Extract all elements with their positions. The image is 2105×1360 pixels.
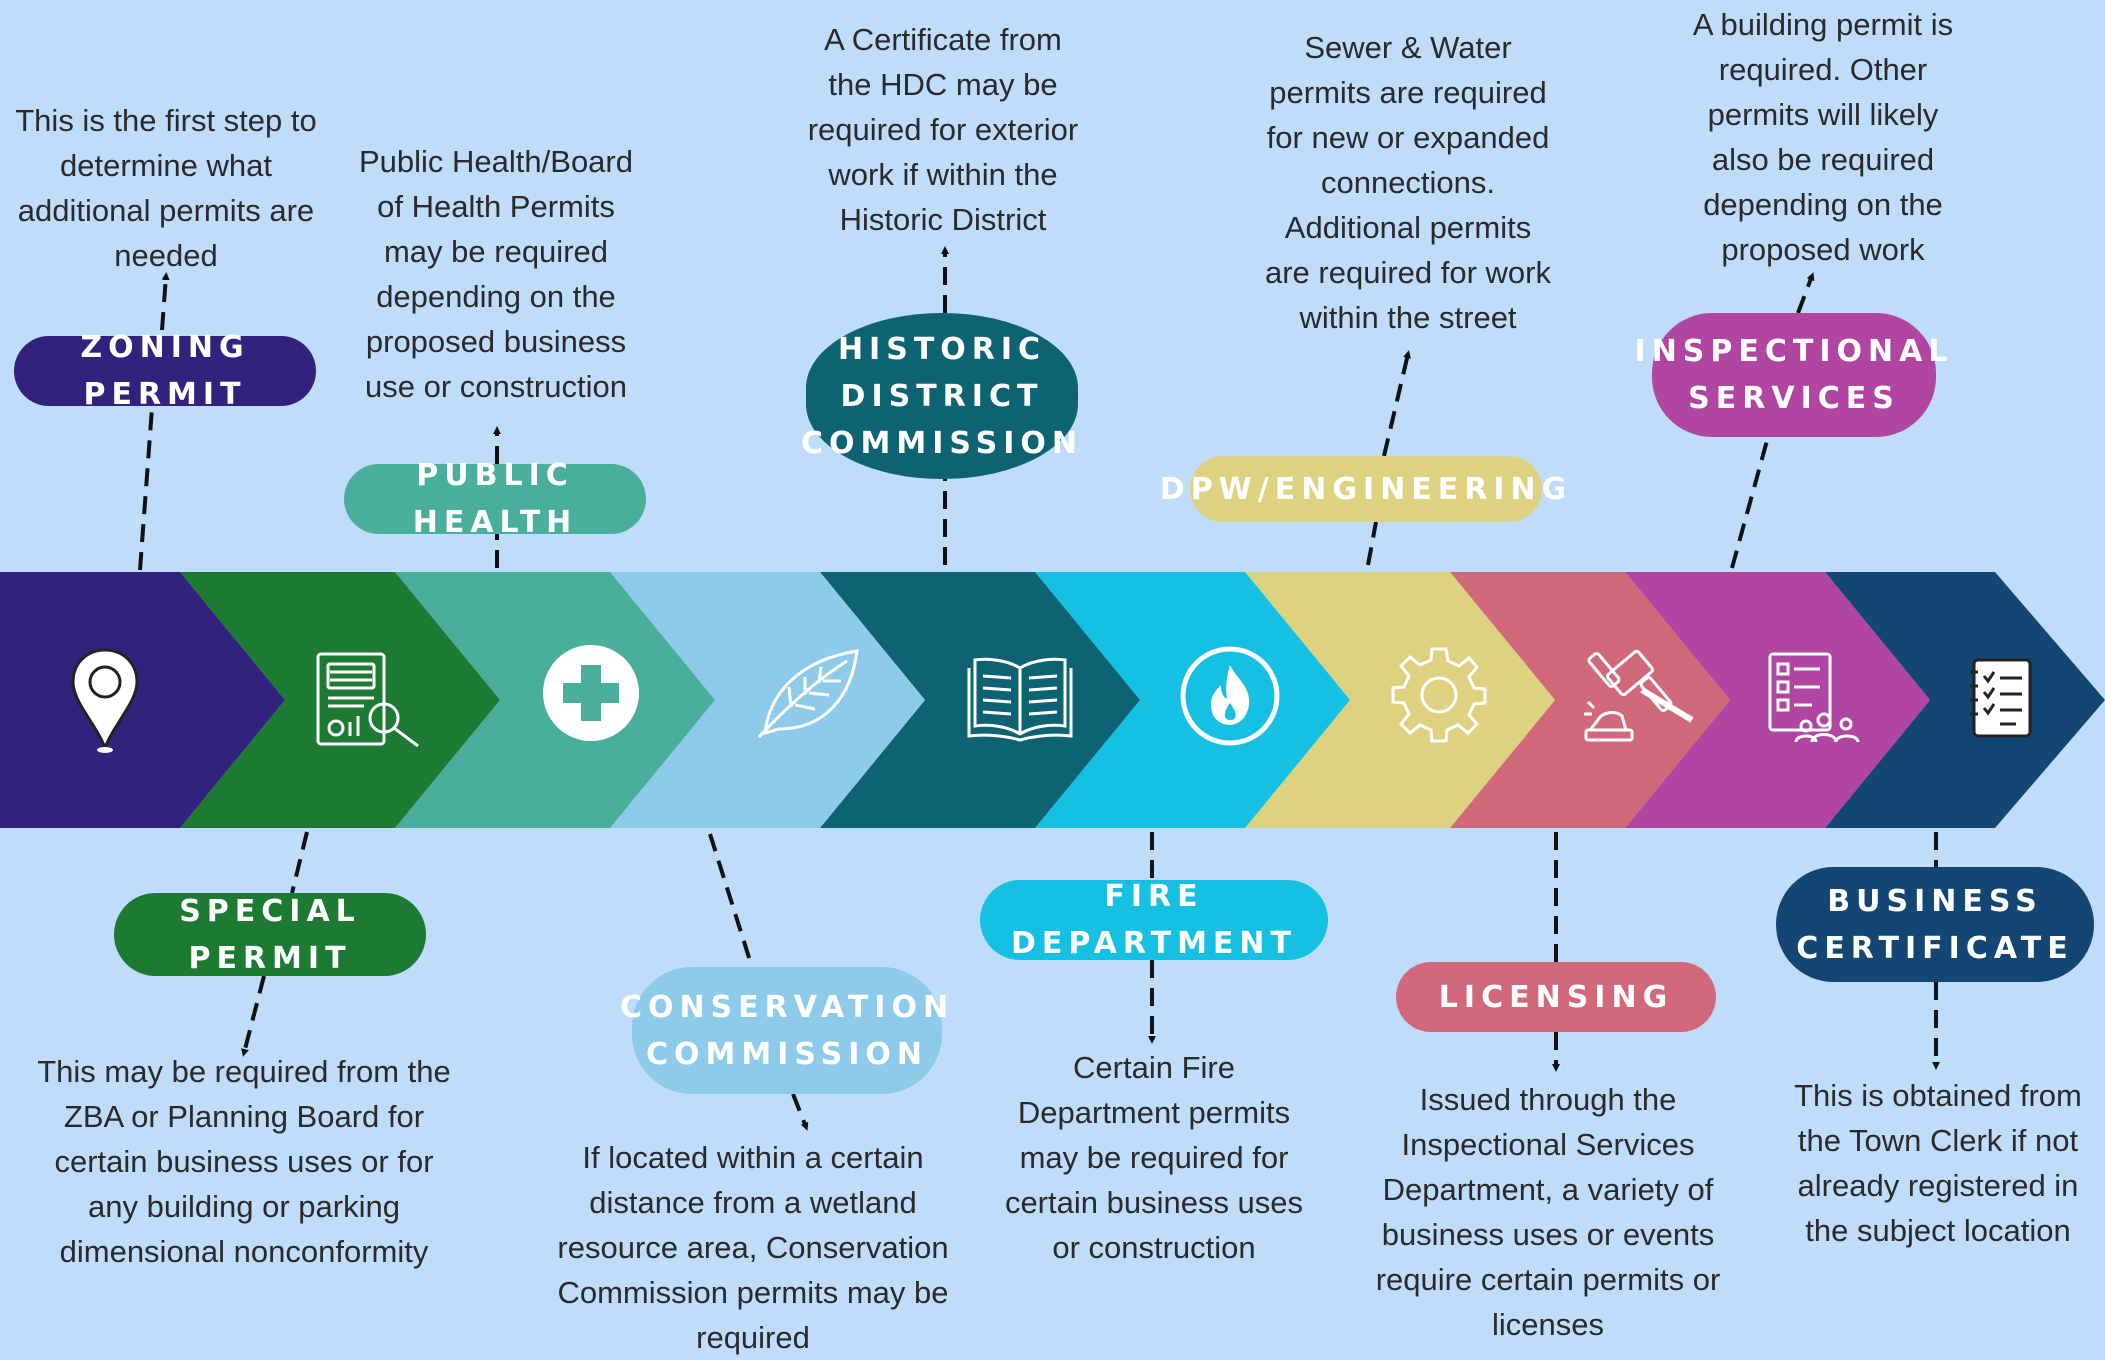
inspectional-services-label: INSPECTIONAL SERVICES [1635,313,1947,437]
zoning-permit-label: ZONING PERMIT [14,330,316,412]
business-certificate-description: This is obtained from the Town Clerk if … [1794,1078,2082,1248]
gear-icon [1391,647,1487,743]
special-connector [290,831,309,894]
process-chevron-band [0,572,2105,828]
historic-district-description: A Certificate from the HDC may be requir… [807,22,1079,237]
zoning-permit-description: This is the first step to determine what… [15,103,317,273]
historic-district-commission-label: HISTORIC DISTRICT COMMISSION [801,313,1078,479]
fire-department-label: FIRE DEPARTMENT [980,879,1328,961]
location-pin-icon [71,648,139,753]
flame-icon [1180,646,1280,746]
chevron-business [1825,572,2105,828]
inspectional-services-description: A building permit is required. Other per… [1692,7,1954,267]
chevron-special [180,572,500,828]
chevron-fire [1035,572,1350,828]
public-health-description: Public Health/Board of Health Permits ma… [359,144,633,404]
chevron-zoning [0,572,285,828]
chevron-dpw [1245,572,1555,828]
licensing-description: Issued through the Inspectional Services… [1375,1082,1721,1342]
inspectional-arrow [1796,272,1815,314]
dpw-engineering-label: DPW/ENGINEERING [1160,456,1566,522]
business-certificate-label: BUSINESS CERTIFICATE [1776,867,2094,982]
medical-cross-icon [543,645,639,741]
public-health-label: PUBLIC HEALTH [344,458,646,540]
conservation-commission-description: If located within a certain distance fro… [557,1140,949,1355]
inspectional-connector [1730,436,1770,569]
special-permit-label: SPECIAL PERMIT [114,893,426,976]
special-arrow [241,975,266,1057]
dpw-arrow [1382,350,1411,457]
chevron-licensing [1450,572,1730,828]
licensing-label: LICENSING [1396,962,1716,1032]
special-permit-description: This may be required from the ZBA or Pla… [37,1054,451,1269]
open-book-icon [967,657,1073,742]
gavel-icon [1584,649,1694,742]
leaf-icon [757,649,859,739]
dpw-connector [1366,521,1378,566]
conservation-arrow [791,1093,809,1131]
chevron-conservation [610,572,925,828]
zoning-connector [138,407,154,571]
conservation-connector [708,833,754,968]
chevron-historic [820,572,1140,828]
zoning-arrow [160,272,170,331]
dpw-engineering-description: Sewer & Water permits are required for n… [1264,30,1551,335]
conservation-commission-label: CONSERVATION COMMISSION [620,967,948,1094]
checklist-people-icon [1768,652,1860,743]
clipboard-checklist-icon [1970,658,2032,738]
fire-department-description: Certain Fire Department permits may be r… [1004,1050,1304,1265]
document-search-icon [316,652,419,748]
